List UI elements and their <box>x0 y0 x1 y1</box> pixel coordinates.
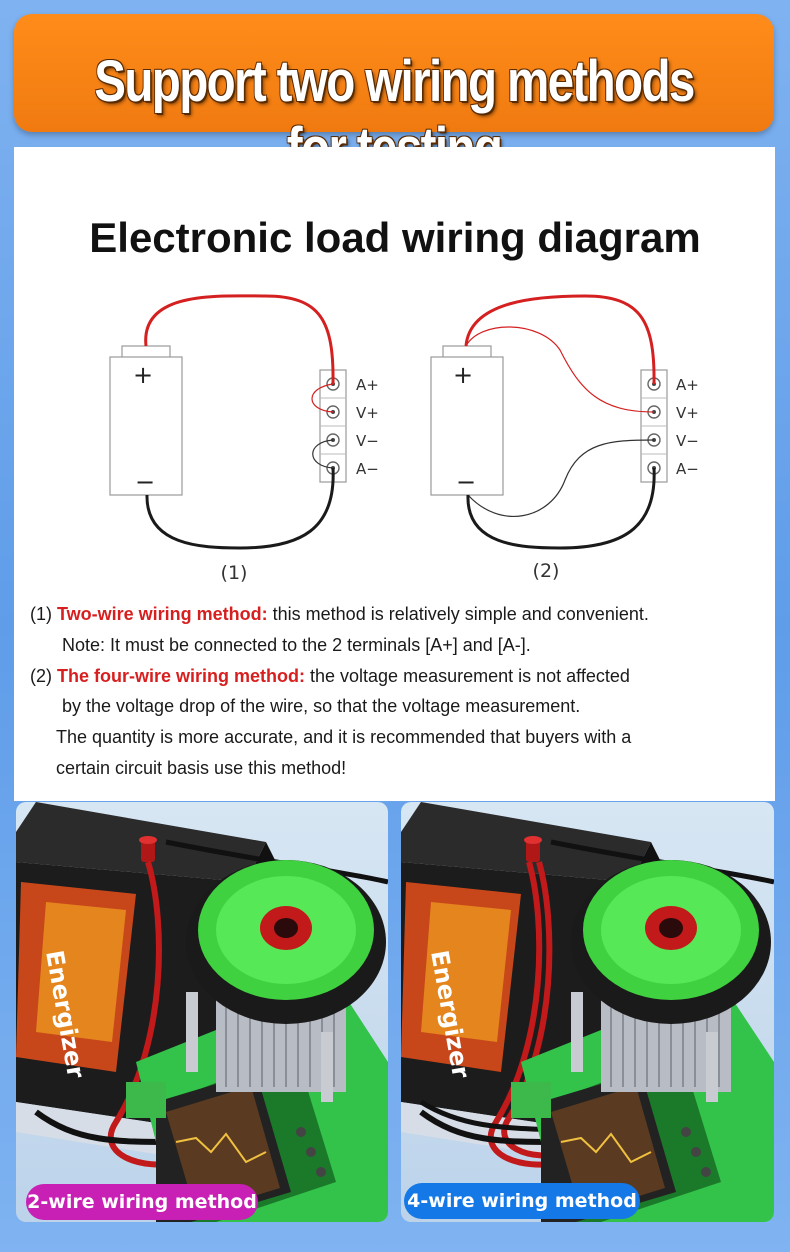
photo-4-wire: Energizer 4-wire wiring method <box>401 802 774 1222</box>
battery-1-plus: + <box>133 361 153 389</box>
item-1-title: Two-wire wiring method: <box>57 604 268 624</box>
battery-2-cap <box>442 345 492 359</box>
wire-2-current-negative <box>466 467 656 550</box>
diagram-2-label: (2) <box>533 560 560 582</box>
terminal-1-label-a-minus: A− <box>356 460 379 478</box>
photo-4-wire-illustration: Energizer <box>401 802 774 1222</box>
description-item-2: (2) The four-wire wiring method: the vol… <box>30 666 630 687</box>
battery-2-plus: + <box>453 361 473 389</box>
diagram-title: Electronic load wiring diagram <box>89 214 701 261</box>
wire-2-current-positive <box>464 294 656 385</box>
title-banner: Support two wiring methods for testing <box>14 14 774 181</box>
terminal-2-label-a-plus: A+ <box>676 376 699 394</box>
battery-1-minus: − <box>135 468 155 496</box>
diagram-1-label: (1) <box>221 562 248 584</box>
jumper-1-negative <box>312 439 334 469</box>
wire-2-sense-positive <box>465 326 655 413</box>
jumper-1-positive <box>311 383 334 413</box>
terminal-1-label-v-plus: V+ <box>356 404 379 422</box>
description-item-2-line-3: The quantity is more accurate, and it is… <box>56 727 632 747</box>
item-2-prefix: (2) <box>30 666 57 686</box>
wiring-diagram: + − A+ V+ V− A− (1) + − <box>109 294 699 584</box>
description-item-1: (1) Two-wire wiring method: this method … <box>30 604 649 625</box>
wire-1-negative <box>145 467 335 550</box>
description-item-1-note: Note: It must be connected to the 2 term… <box>62 635 531 655</box>
diagram-2: + − A+ V+ V− A− (2) <box>430 294 699 582</box>
photo-2-wire-illustration: Energizer <box>16 802 388 1222</box>
description-item-2-line-4: certain circuit basis use this method! <box>56 758 347 778</box>
wire-2-sense-negative <box>467 439 655 517</box>
terminal-2-label-a-minus: A− <box>676 460 699 478</box>
description-item-2-line-2: by the voltage drop of the wire, so that… <box>62 696 581 716</box>
label-2-wire: 2-wire wiring method <box>26 1184 258 1220</box>
terminal-1-label-v-minus: V− <box>356 432 379 450</box>
terminal-1-label-a-plus: A+ <box>356 376 379 394</box>
label-4-wire: 4-wire wiring method <box>404 1183 640 1219</box>
terminal-2-label-v-minus: V− <box>676 432 699 450</box>
terminal-2-label-v-plus: V+ <box>676 404 699 422</box>
photo-2-wire: Energizer 2-wi <box>16 802 388 1222</box>
diagram-1: + − A+ V+ V− A− (1) <box>109 294 379 584</box>
wire-1-positive <box>144 294 335 385</box>
battery-1-cap <box>121 345 171 359</box>
battery-1-body <box>109 356 183 496</box>
item-1-text: this method is relatively simple and con… <box>267 604 649 624</box>
item-1-prefix: (1) <box>30 604 57 624</box>
item-2-title: The four-wire wiring method: <box>57 666 305 686</box>
item-2-text: the voltage measurement is not affected <box>305 666 630 686</box>
battery-2-body <box>430 356 504 496</box>
battery-2-minus: − <box>456 468 476 496</box>
